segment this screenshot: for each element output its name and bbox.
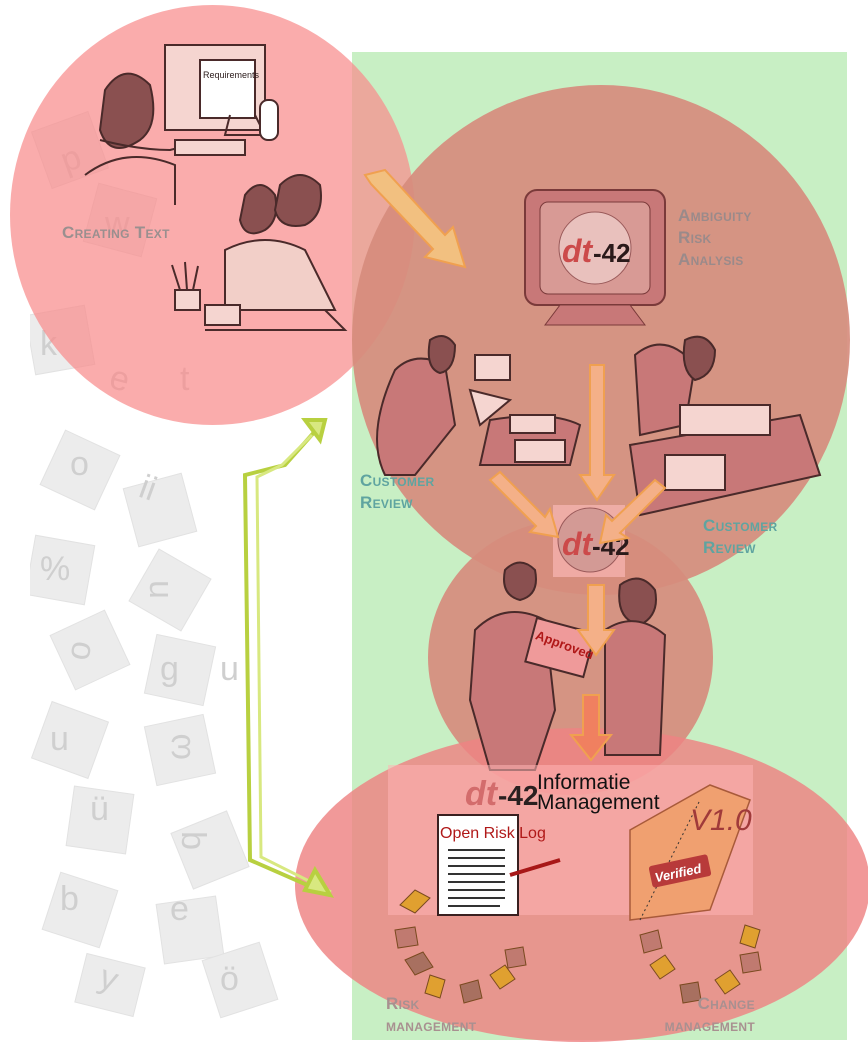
change-management-line-1: Change [620, 993, 755, 1015]
change-management-line-2: management [620, 1015, 755, 1037]
risk-management-line-2: management [386, 1015, 476, 1037]
ambiguity-line-3: Analysis [678, 249, 752, 271]
customer-review-right-line-2: Review [703, 537, 777, 559]
monitor-badge-dt: dt [562, 233, 594, 269]
two-people-reading-illustration [172, 175, 345, 330]
change-management-cycle-icon [640, 925, 761, 1003]
im-line2: Management [537, 791, 660, 814]
woman-at-computer-illustration [85, 45, 278, 205]
risk-management-label: Risk management [386, 993, 476, 1037]
customer-review-left-label: Customer Review [360, 470, 434, 514]
creating-text-label: Creating Text [62, 222, 170, 244]
im-num: -42 [498, 780, 538, 811]
open-risk-log-label: Open Risk Log [440, 825, 546, 842]
monitor-badge-num: -42 [593, 238, 631, 268]
im-dt: dt [465, 775, 499, 813]
center-badge-dt: dt [562, 526, 594, 562]
feedback-loop-arrow [245, 420, 331, 895]
handshake-approval-illustration [470, 563, 665, 771]
customer-review-right-label: Customer Review [703, 515, 777, 559]
svg-text:Requirements: Requirements [203, 70, 260, 80]
ambiguity-line-1: Ambiguity [678, 205, 752, 227]
change-management-label: Change management [620, 993, 755, 1037]
man-in-armchair-illustration [377, 336, 580, 475]
version-label: V1.0 [690, 804, 752, 837]
customer-review-right-line-1: Customer [703, 515, 777, 537]
ambiguity-label: Ambiguity Risk Analysis [678, 205, 752, 271]
ambiguity-line-2: Risk [678, 227, 752, 249]
risk-management-line-1: Risk [386, 993, 476, 1015]
monitor-badge: dt -42 [562, 233, 631, 269]
requirements-screen-label: Requirements [203, 70, 260, 80]
customer-review-left-line-1: Customer [360, 470, 434, 492]
customer-review-left-line-2: Review [360, 492, 434, 514]
